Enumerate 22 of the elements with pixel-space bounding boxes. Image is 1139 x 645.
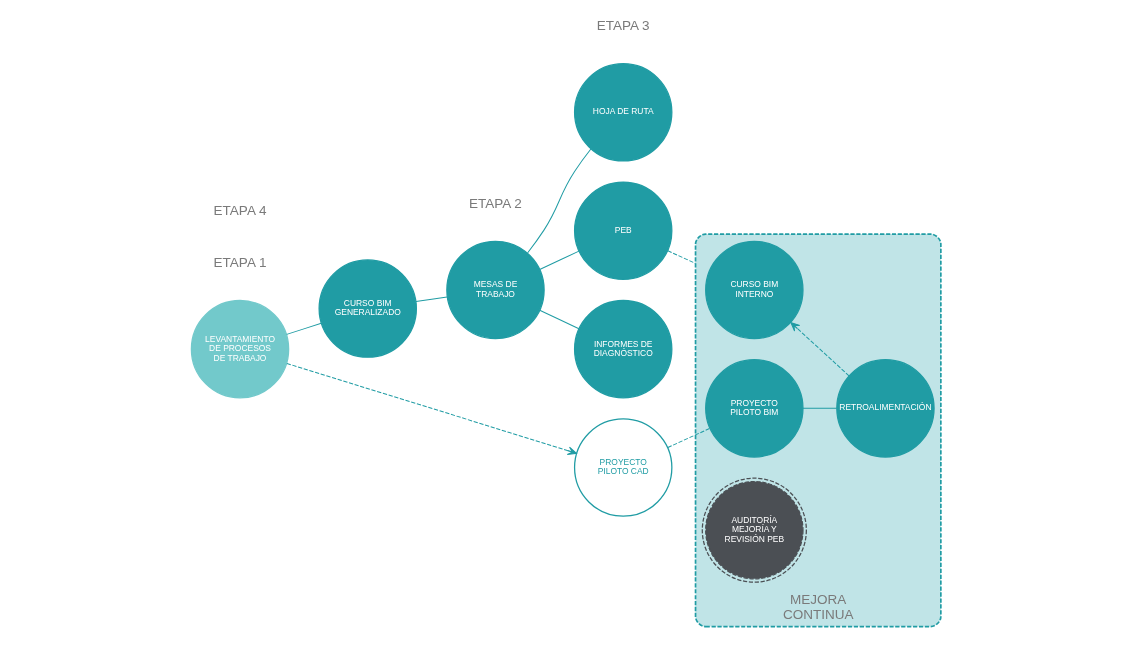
node-circle: CURSO BIM GENERALIZADO: [318, 259, 418, 358]
connector: [527, 148, 592, 254]
node-circle: INFORMES DE DIAGNÓSTICO: [573, 299, 673, 399]
arrow: [790, 322, 850, 377]
node-circle: HOJA DE RUTA: [573, 63, 673, 162]
node-circle: PEB: [573, 181, 673, 280]
connector: [415, 296, 448, 303]
label: ETAPA 4: [213, 203, 267, 219]
arrow: [286, 362, 577, 455]
connector: [286, 322, 322, 335]
connector: [667, 250, 697, 264]
label: ETAPA 2: [469, 195, 522, 211]
node-circle: PROYECTO PILOTO BIM: [705, 359, 804, 458]
node-circle: LEVANTAMIENTO DE PROCESOS DE TRABAJO: [190, 299, 290, 399]
label: ETAPA 1: [213, 254, 267, 270]
node-circle: MESAS DE TRABAJO: [446, 240, 545, 340]
connector: [539, 250, 580, 271]
connector: [539, 309, 580, 330]
node-circle: RETROALIMENTACIÓN: [836, 359, 935, 458]
label: ETAPA 3: [596, 18, 650, 34]
node-circle: PROYECTO PILOTO CAD: [573, 418, 673, 517]
connector: [802, 407, 838, 409]
